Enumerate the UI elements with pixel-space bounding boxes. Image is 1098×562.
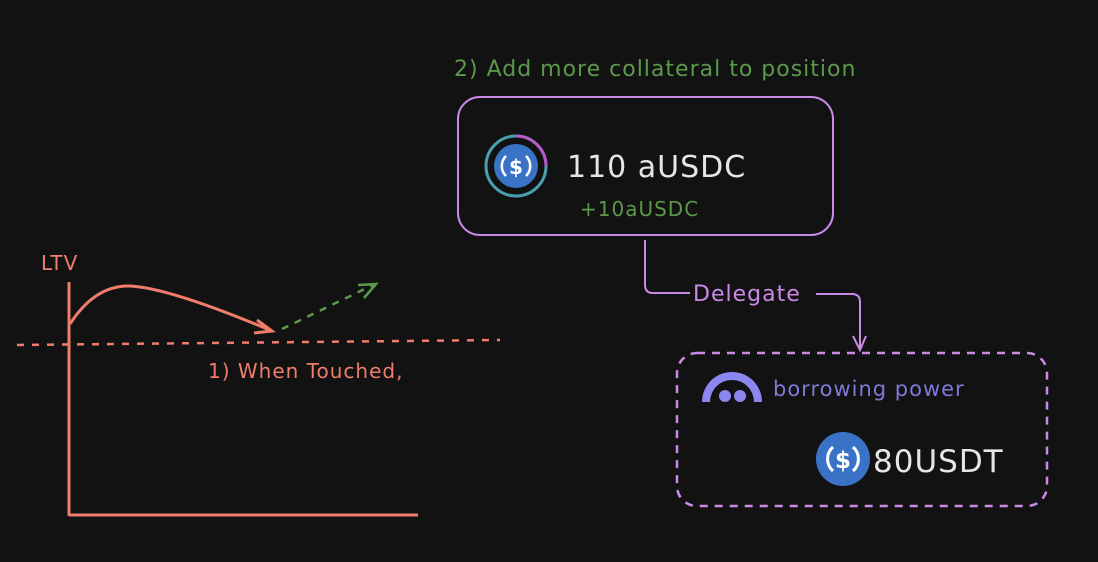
- liquidation-threshold-line: [16, 338, 501, 347]
- arrow-head-icon: [852, 335, 867, 353]
- borrowing-power-box[interactable]: [675, 351, 1049, 508]
- borrowing-power-label: borrowing power: [773, 377, 965, 401]
- borrowing-power-amount: 80USDT: [873, 444, 1004, 480]
- collateral-delta: +10aUSDC: [580, 197, 699, 221]
- collateral-box[interactable]: [457, 96, 834, 236]
- recovery-arrow: [281, 282, 376, 331]
- svg-text:$: $: [835, 448, 851, 474]
- step2-title: 2) Add more collateral to position: [454, 57, 856, 82]
- ltv-axis-label: LTV: [41, 251, 78, 275]
- delegate-label: Delegate: [693, 282, 801, 307]
- ausdc-coin-icon: $: [484, 134, 548, 198]
- delegate-connector-line: [644, 240, 690, 294]
- usdc-coin-icon: $: [816, 432, 870, 486]
- collateral-amount: 110 aUSDC: [567, 150, 746, 185]
- borrow-protocol-logo-icon: [702, 372, 762, 402]
- delegate-connector-line-2: [816, 293, 861, 348]
- ltv-annotation: 1) When Touched,: [208, 359, 403, 383]
- svg-text:$: $: [509, 155, 523, 179]
- recovery-arrowhead-icon: [357, 282, 379, 299]
- ltv-curve-arrowhead-icon: [253, 318, 276, 335]
- ltv-curve: [68, 284, 273, 333]
